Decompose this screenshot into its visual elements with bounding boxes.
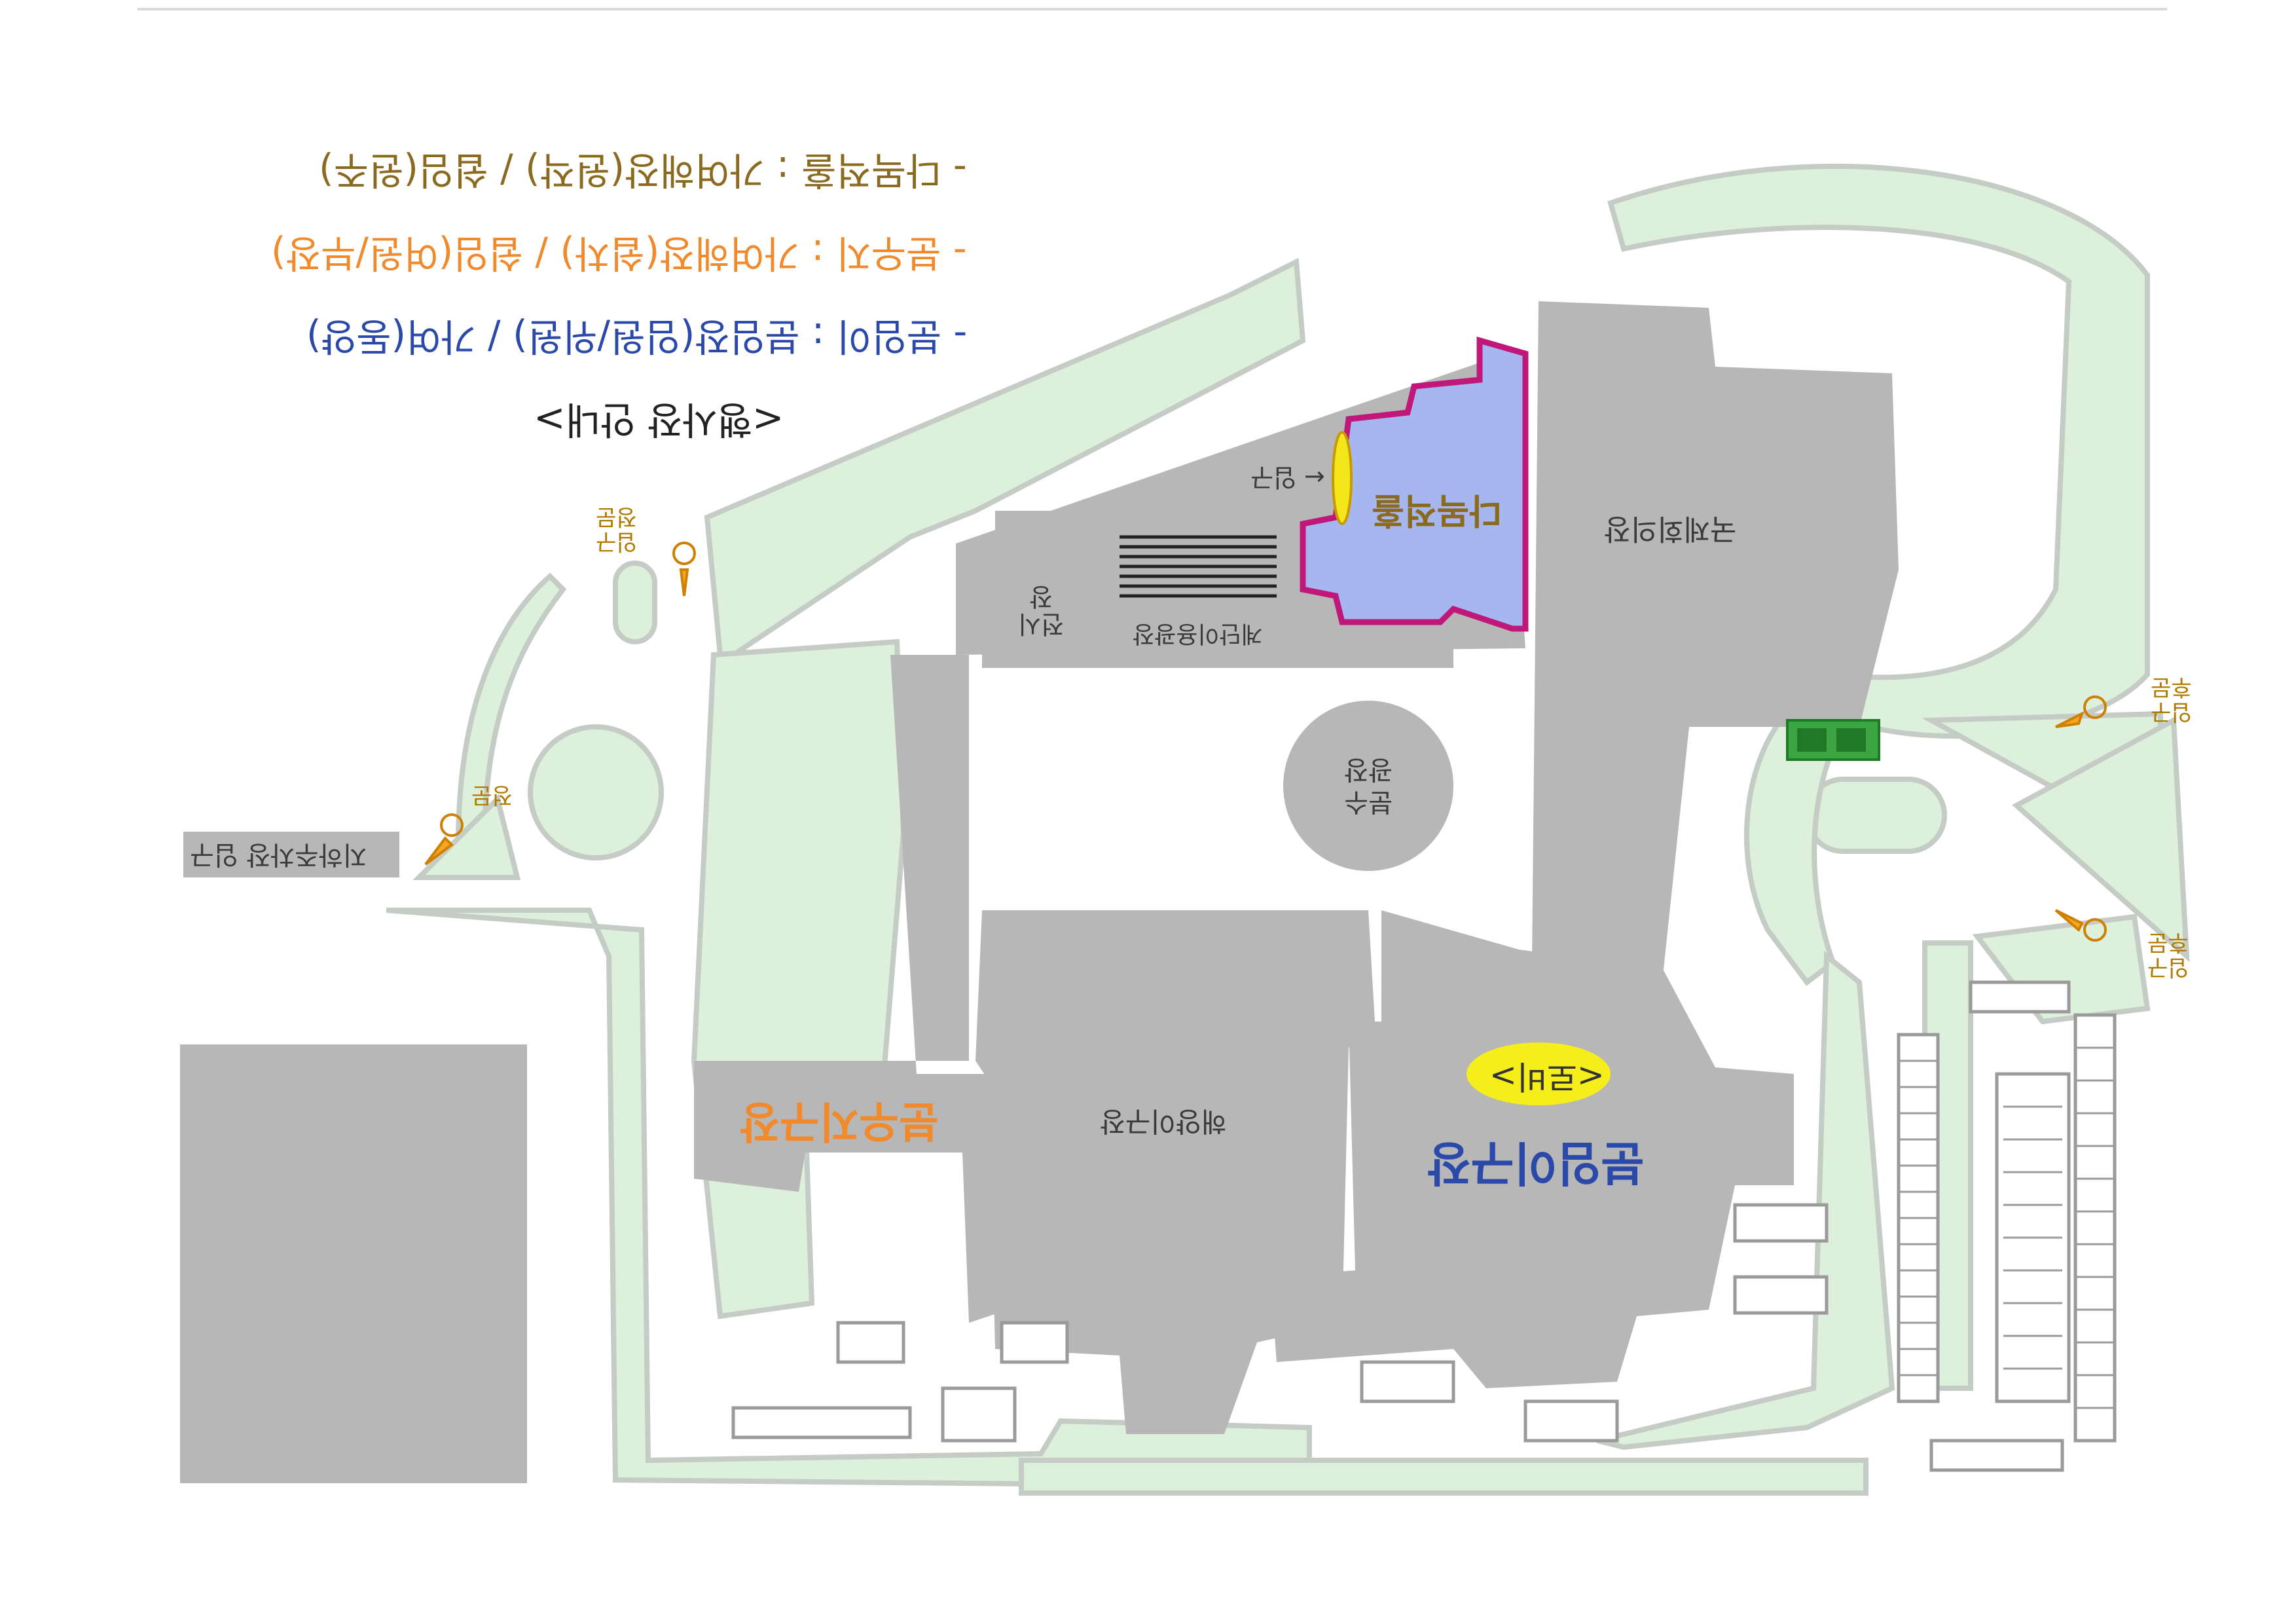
lobby-badge [1467, 1043, 1611, 1105]
building-west-annex [180, 1044, 527, 1483]
median-east [1804, 777, 1947, 854]
building-international [1532, 301, 1899, 982]
underground-entrance-box [183, 832, 399, 877]
roundabout-west [528, 724, 664, 860]
label-underground: 지하주차장 입구 [190, 840, 367, 870]
building-multipurpose-highlight [1300, 337, 1529, 632]
label-main-hall: 분임이구장 [1427, 1135, 1645, 1190]
green-southeast [1597, 950, 1895, 1450]
gate-pins [424, 542, 2107, 942]
gate-label-east-bottom: 입구 후문 [2147, 929, 2189, 980]
entrance-marker [1332, 431, 1353, 525]
green-west [691, 638, 907, 1320]
parking-sign [1786, 719, 1880, 761]
label-entrance: ← 입구 [1250, 463, 1325, 492]
label-lobby: <로비> [1489, 1058, 1605, 1096]
label-multipurpose: 다목적홀 [1372, 490, 1502, 531]
median-west [613, 561, 657, 644]
gate-label-west: 정문 [471, 782, 513, 808]
label-sub-hall: 분우지구장 [740, 1096, 939, 1147]
label-fountain: 분수광장 [1344, 754, 1393, 817]
fountain [1283, 701, 1453, 871]
green-southwest-road [386, 908, 1312, 1490]
label-center-hall: 해양이구장 [1100, 1105, 1227, 1137]
label-convention-hall: 전시장 [1018, 582, 1064, 638]
building-convention [694, 655, 1008, 1323]
label-international: 국제회의장 [1604, 512, 1737, 545]
label-stairs: 계단이용광장 [1133, 620, 1263, 647]
page-rule-top [137, 8, 2167, 10]
island-east-2 [2012, 716, 2190, 963]
stairs-lines [1120, 535, 1277, 598]
island-triangle-west [412, 794, 521, 880]
green-south-strip [1019, 1458, 1868, 1496]
gate-label-north-west: 입구 정문 [596, 504, 637, 555]
building-main [1270, 910, 1794, 1388]
gate-label-east-top: 입구 후문 [2151, 674, 2192, 725]
